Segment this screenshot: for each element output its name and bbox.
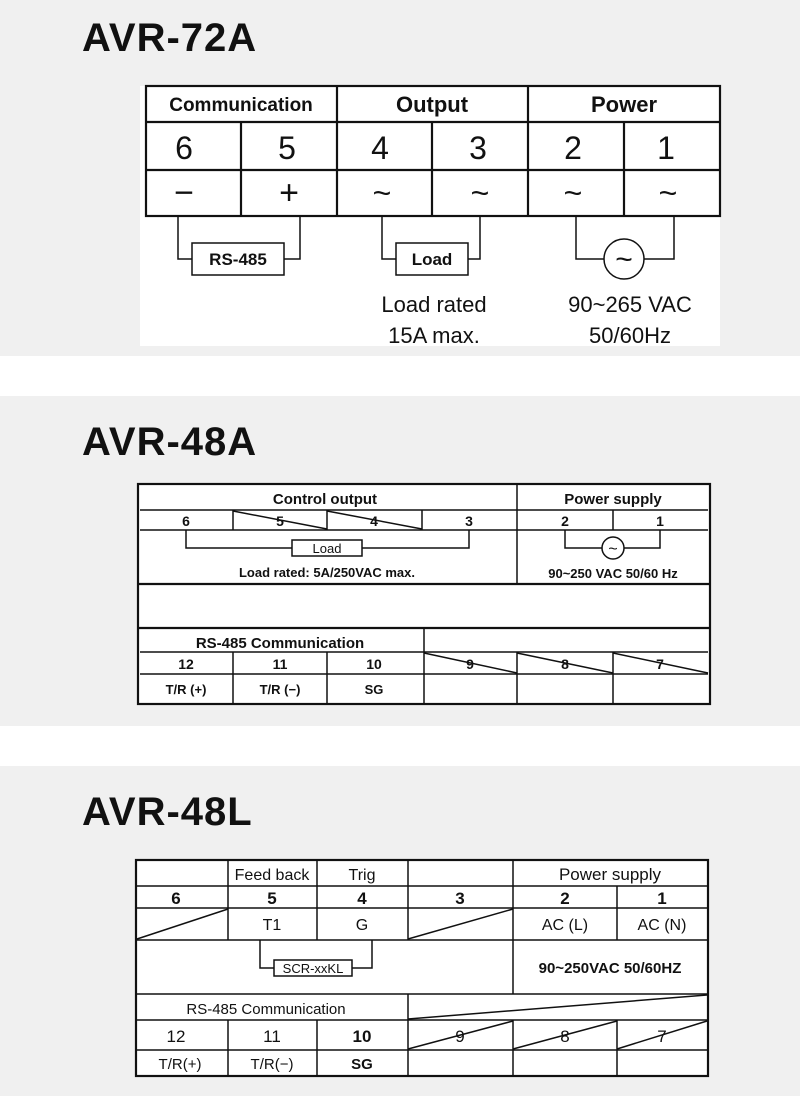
scr-wiring [259, 940, 373, 969]
load-box [395, 242, 469, 276]
ac-symbol: ~ [659, 175, 678, 211]
terminal-1: 1 [657, 130, 675, 166]
avr-48l-wiring-diagram: Feed back Trig Power supply 6 5 4 3 2 1 … [134, 858, 710, 1078]
terminal-1: 1 [656, 513, 664, 529]
power-spec-line1: 90~265 VAC [568, 292, 692, 317]
sg-label: SG [365, 682, 384, 697]
terminal-6: 6 [175, 130, 193, 166]
rs485-wiring [177, 216, 301, 260]
power-supply-header: Power supply [564, 491, 662, 508]
load-box [291, 539, 363, 557]
avr-48a-title: AVR-48A [82, 420, 258, 464]
control-output-header: Control output [273, 491, 377, 508]
t1-label: T1 [263, 917, 282, 934]
terminal-11: 11 [273, 656, 288, 672]
terminal-12: 12 [167, 1027, 186, 1046]
rs485-box [191, 242, 285, 276]
power-spec-line2: 50/60Hz [589, 323, 671, 348]
ac-symbol: ~ [373, 175, 392, 211]
rs485-label: RS-485 [209, 250, 267, 269]
terminal-5: 5 [278, 130, 296, 166]
terminal-table-frame [134, 858, 710, 1078]
plus-symbol: + [279, 174, 299, 212]
terminal-2: 2 [560, 889, 569, 908]
terminal-6: 6 [171, 889, 180, 908]
terminal-3: 3 [465, 513, 473, 529]
trig-header: Trig [349, 867, 376, 884]
ac-source-icon [601, 536, 625, 560]
load-rated-line2: 15A max. [388, 323, 480, 348]
terminal-10: 10 [366, 656, 382, 672]
ac-symbol: ~ [564, 175, 583, 211]
ac-source-icon [603, 238, 645, 280]
avr-72a-title: AVR-72A [82, 16, 258, 60]
load-wiring [381, 216, 481, 260]
load-rated-line1: Load rated [381, 292, 486, 317]
terminal-2: 2 [564, 130, 582, 166]
ac-n-label: AC (N) [638, 917, 687, 934]
load-label: Load [313, 541, 342, 556]
g-label: G [356, 917, 368, 934]
output-header: Output [396, 92, 469, 117]
terminal-7: 7 [656, 656, 664, 672]
power-wiring [564, 530, 661, 549]
terminal-1: 1 [657, 889, 666, 908]
avr-48a-panel: AVR-48A Control output Power supply 6 5 … [0, 396, 800, 726]
communication-header: Communication [169, 95, 313, 116]
load-wiring [185, 530, 470, 549]
rs485-header: RS-485 Communication [196, 635, 364, 652]
tr-plus-label: T/R(+) [159, 1056, 202, 1073]
tr-plus-label: T/R (+) [166, 682, 207, 697]
terminal-4: 4 [357, 889, 367, 908]
load-rated-caption: Load rated: 5A/250VAC max. [239, 565, 415, 580]
terminal-2: 2 [561, 513, 569, 529]
load-label: Load [412, 250, 453, 269]
rs485-header: RS-485 Communication [186, 1001, 345, 1018]
terminal-7: 7 [657, 1027, 666, 1046]
sg-label: SG [351, 1056, 373, 1073]
terminal-3: 3 [455, 889, 464, 908]
terminal-9: 9 [466, 656, 474, 672]
feedback-header: Feed back [235, 867, 311, 884]
power-spec-caption: 90~250 VAC 50/60 Hz [548, 566, 678, 581]
ac-source-symbol: ~ [608, 541, 617, 558]
scr-label: SCR-xxKL [283, 961, 344, 976]
power-spec-caption: 90~250VAC 50/60HZ [539, 960, 682, 977]
power-wiring [575, 216, 675, 260]
terminal-12: 12 [178, 656, 194, 672]
avr-72a-wiring-diagram: Communication Output Power 6 5 4 3 2 1 −… [140, 84, 722, 348]
avr-48l-panel: AVR-48L Feed back Trig Power su [0, 766, 800, 1096]
avr-48l-title: AVR-48L [82, 790, 253, 834]
tr-minus-label: T/R(−) [251, 1056, 294, 1073]
terminal-4: 4 [370, 513, 378, 529]
ac-source-symbol: ~ [615, 243, 633, 276]
scr-box [273, 959, 353, 977]
avr-48a-wiring-diagram: Control output Power supply 6 5 4 3 2 1 … [136, 482, 712, 706]
terminal-9: 9 [455, 1027, 464, 1046]
avr-72a-panel: AVR-72A Communication Output Power 6 5 4… [0, 0, 800, 356]
power-supply-header: Power supply [559, 865, 662, 884]
ac-l-label: AC (L) [542, 917, 588, 934]
terminal-11: 11 [263, 1027, 281, 1046]
minus-symbol: − [174, 174, 194, 212]
ac-symbol: ~ [471, 175, 490, 211]
terminal-5: 5 [276, 513, 284, 529]
terminal-4: 4 [371, 130, 389, 166]
terminal-8: 8 [560, 1027, 569, 1046]
terminal-5: 5 [267, 889, 276, 908]
terminal-3: 3 [469, 130, 487, 166]
terminal-6: 6 [182, 513, 190, 529]
terminal-10: 10 [353, 1027, 372, 1046]
terminal-8: 8 [561, 656, 569, 672]
tr-minus-label: T/R (−) [260, 682, 301, 697]
power-header: Power [591, 92, 657, 117]
